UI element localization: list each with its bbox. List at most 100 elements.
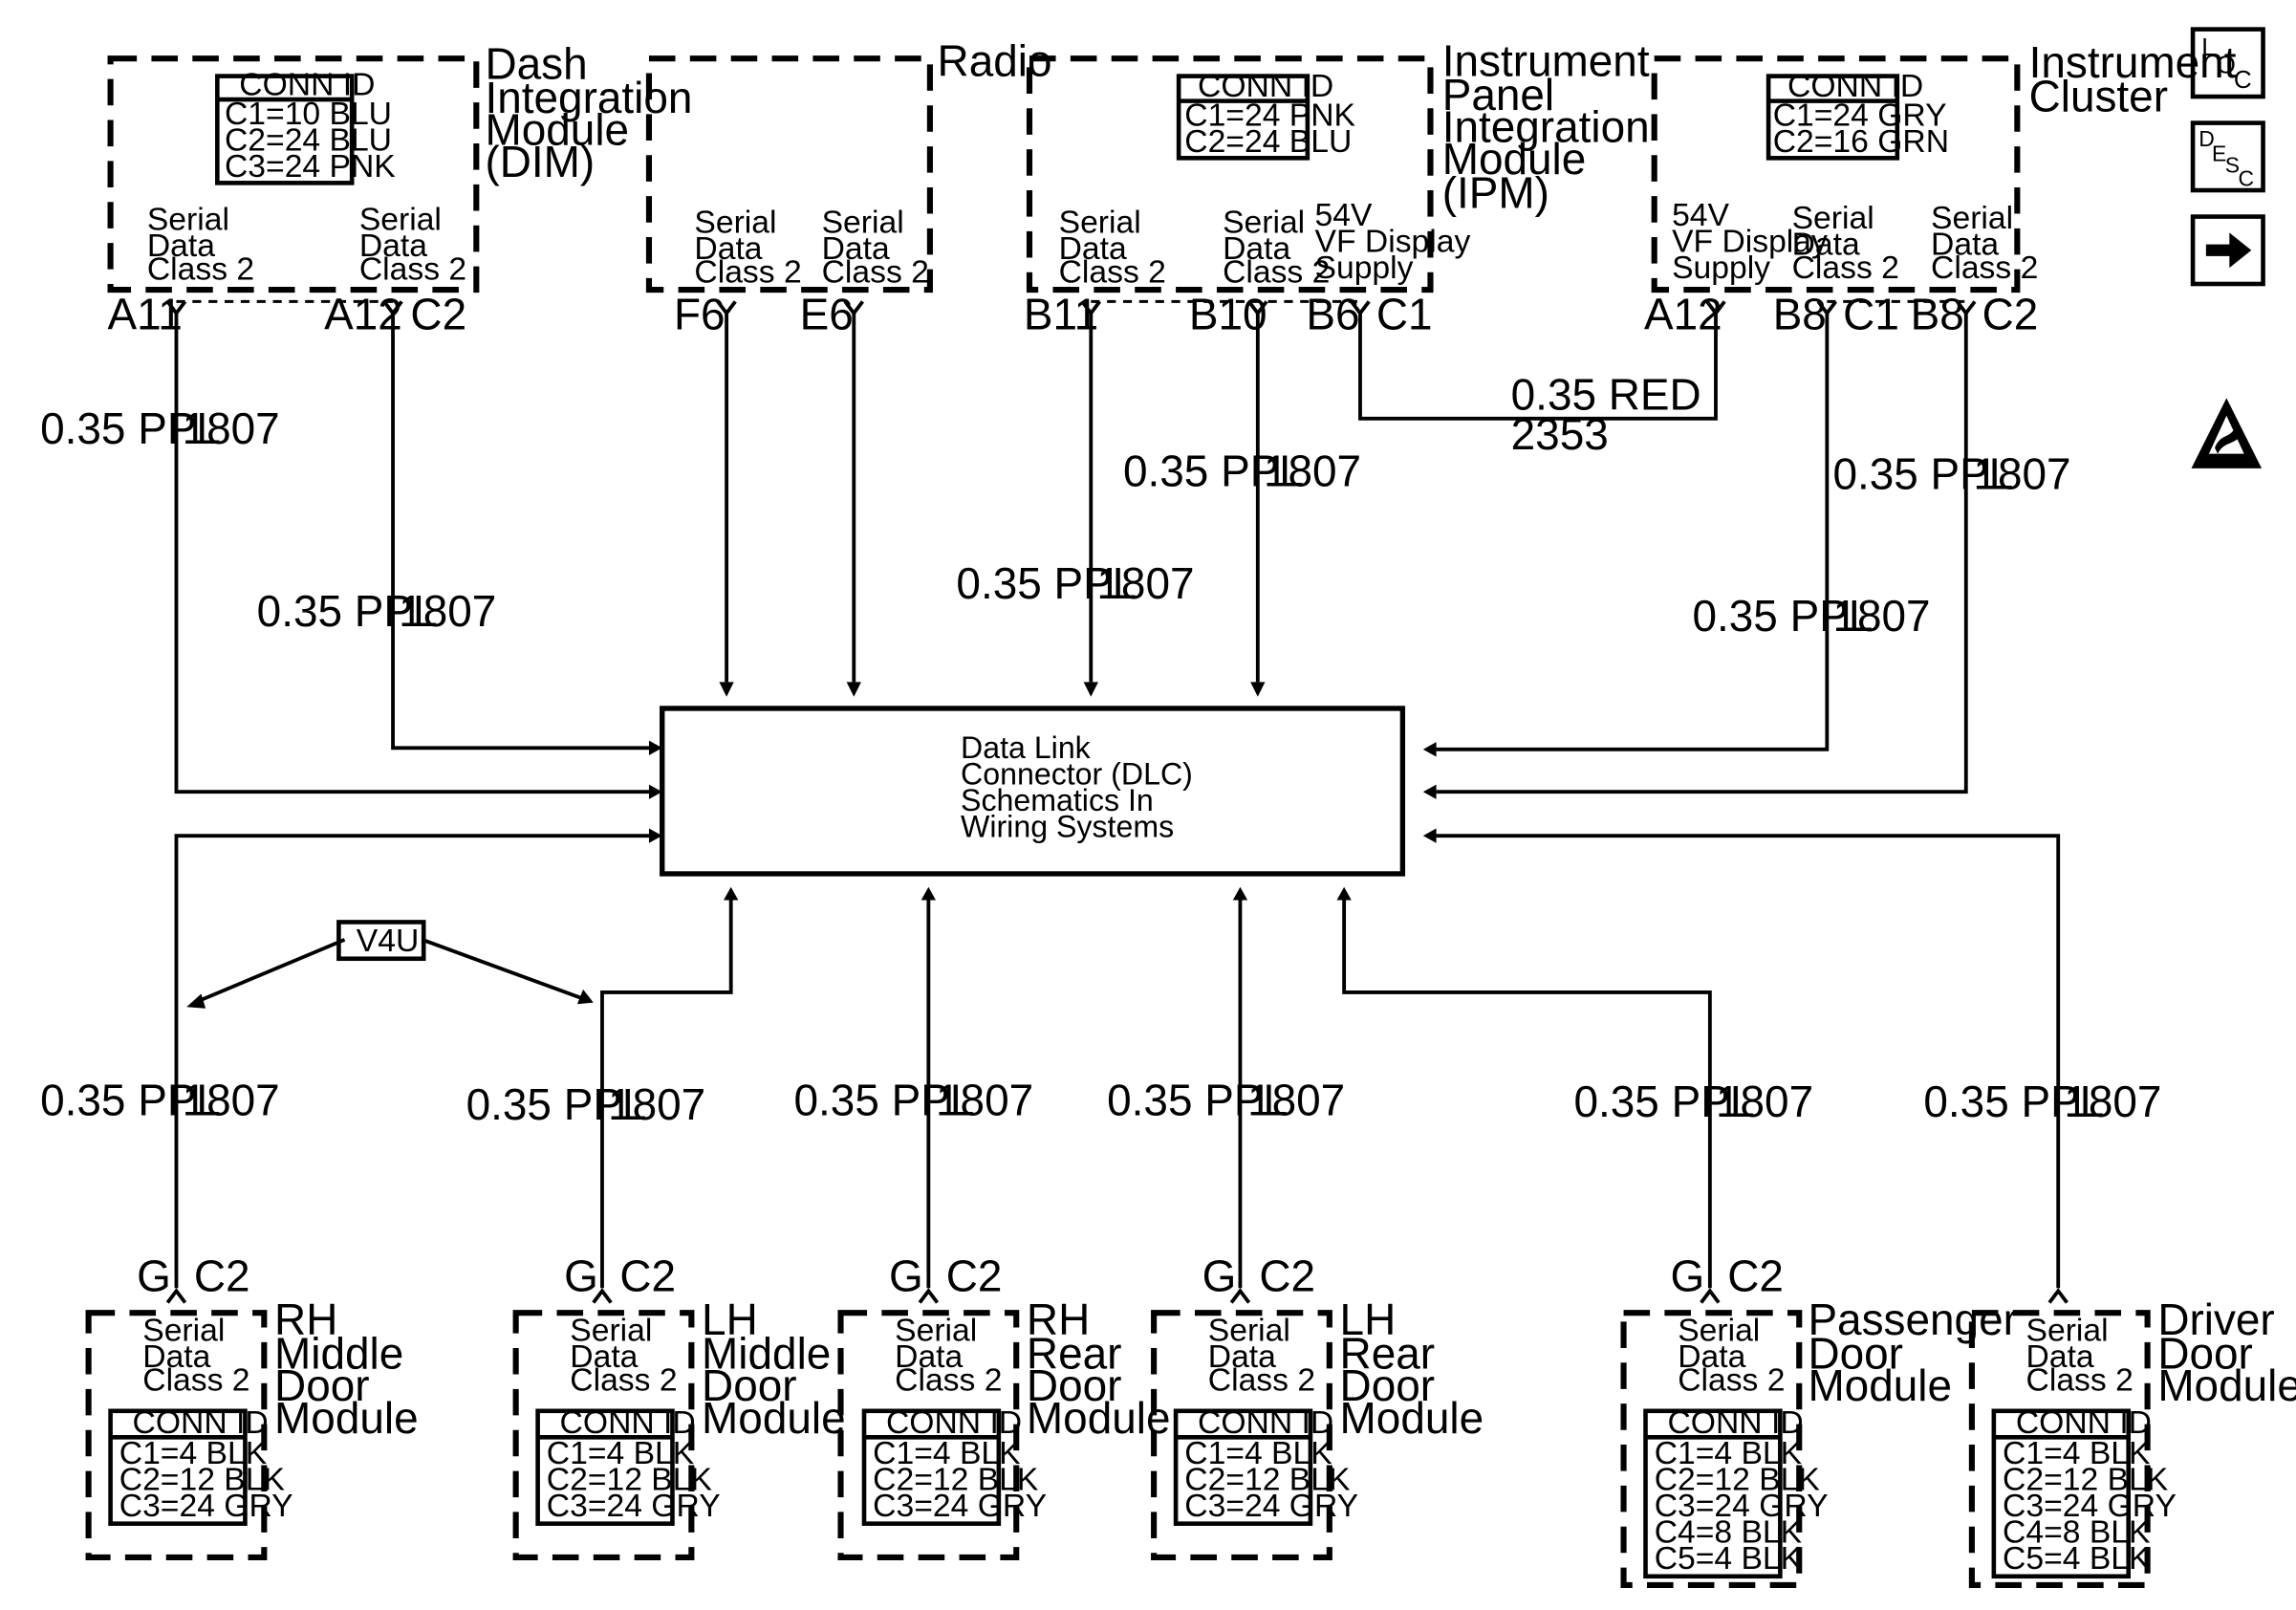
wire-label-circuit: 1807 (1264, 446, 1361, 495)
wire-label-color: 0.35 PPL (1692, 591, 1873, 641)
ipm-name-4: Module (1442, 134, 1587, 184)
ipm-module: Instrument Panel Integration Module (IPM… (1024, 36, 1650, 339)
door-name-1: RH (274, 1295, 337, 1344)
wire-label-circuit: 1807 (1716, 1077, 1813, 1126)
cluster-sd2-1: Serial (1931, 201, 2013, 236)
door-sd-2: Data (895, 1339, 963, 1375)
wire-label-circuit: 1807 (2064, 1077, 2161, 1126)
door-pin-g: G (137, 1251, 171, 1300)
radio-sd2-1: Serial (822, 205, 904, 240)
door-name-3: Door (1027, 1360, 1122, 1410)
door-conn-4: C4=8 BLK (2003, 1515, 2151, 1551)
wire-label-color: 0.35 PPL (257, 586, 438, 636)
dim-sd1-2: Data (147, 228, 215, 264)
door-sd-1: Serial (895, 1313, 977, 1348)
top-wire-labels: 0.35 PPL 1807 0.35 PPL 1807 0.35 PPL 180… (40, 370, 2070, 641)
loc-icon[interactable]: L O C (2190, 27, 2265, 99)
ipm-name-3: Integration (1442, 101, 1650, 151)
door-conn-1: C1=4 BLK (2003, 1436, 2151, 1471)
door-name-2: Rear (1340, 1328, 1436, 1378)
door-sd-1: Serial (142, 1313, 225, 1348)
door-sd-1: Serial (570, 1313, 652, 1348)
ipm-pin-b10: B10 (1189, 289, 1267, 338)
door-conn-3: C3=24 GRY (1184, 1489, 1358, 1524)
dlc-line-2: Connector (DLC) (961, 757, 1193, 792)
red-wire-circuit: 2353 (1511, 409, 1609, 459)
dim-conn-3: C3=24 PNK (225, 149, 396, 185)
ipm-pin-c1: C1 (1376, 289, 1433, 338)
dlc-line-3: Schematics In (961, 783, 1154, 817)
loc-icon-o: O (2217, 51, 2236, 79)
dlc-line-1: Data Link (961, 730, 1092, 765)
radio-sd2-3: Class 2 (822, 254, 929, 290)
dim-pin-a11: A11 (108, 289, 183, 338)
ipm-supply-3: Supply (1315, 250, 1414, 286)
door-sd-2: Data (570, 1339, 638, 1375)
door-conn-3: C3=24 GRY (1655, 1489, 1829, 1524)
door-conn-title: CONN ID (1667, 1405, 1803, 1441)
door-name-2: Rear (1027, 1328, 1122, 1378)
door-pin-c2: C2 (1727, 1251, 1784, 1300)
door-name-4: Module (702, 1393, 846, 1443)
door-name-3: Door (1340, 1360, 1436, 1410)
dim-name-1: Dash (485, 39, 587, 89)
ipm-sd1-3: Class 2 (1059, 254, 1166, 290)
dlc-line-4: Wiring Systems (961, 810, 1174, 844)
dim-sd1-1: Serial (147, 202, 229, 237)
desc-icon-s: S (2225, 153, 2240, 178)
instrument-cluster-module: Instrument Cluster CONN ID C1=24 GRY C2=… (1644, 37, 2237, 338)
cluster-pin-b8-1: B8 (1773, 289, 1827, 338)
dim-sd2-3: Class 2 (359, 251, 466, 287)
door-conn-title: CONN ID (886, 1405, 1022, 1441)
door-name-1: Passenger (1808, 1295, 2017, 1344)
cluster-sd1-2: Data (1792, 227, 1860, 262)
cluster-sd2-2: Data (1931, 227, 1999, 262)
bottom-wire-labels: 0.35 PPL 1807 0.35 PPL 1807 0.35 PPL 180… (40, 1076, 2161, 1130)
door-name-2: Middle (702, 1328, 831, 1378)
door-module-rh-rear: G C2 RH Rear Door Module Serial Data Cla… (837, 1251, 1171, 1560)
wire-label-color: 0.35 PPL (1832, 448, 2013, 498)
desc-icon[interactable]: D E S C (2190, 120, 2265, 193)
wire-label-circuit: 1807 (399, 586, 496, 636)
radio-sd1-1: Serial (694, 205, 776, 240)
door-name-3: Module (2157, 1360, 2296, 1410)
door-name-1: LH (1340, 1295, 1397, 1344)
door-conn-5: C5=4 BLK (2003, 1541, 2151, 1577)
dim-name-4: (DIM) (485, 137, 595, 186)
door-sd-2: Data (2026, 1339, 2094, 1375)
ipm-pin-b6: B6 (1306, 289, 1359, 338)
door-conn-4: C4=8 BLK (1655, 1515, 1803, 1551)
door-conn-2: C2=12 BLK (119, 1462, 286, 1497)
door-sd-1: Serial (2026, 1313, 2109, 1348)
door-pin-g: G (564, 1251, 598, 1300)
door-name-3: Door (274, 1360, 370, 1410)
dim-module: Dash Integration Module (DIM) CONN ID C1… (108, 39, 693, 339)
v4u-label: V4U (357, 924, 420, 959)
cluster-pin-c2: C2 (1982, 289, 2039, 338)
dim-pin-a12: A12 (324, 289, 402, 338)
door-sd-2: Data (142, 1339, 210, 1375)
door-module-rh-middle: G C2 RH Middle Door Module Serial Data C… (85, 1251, 419, 1560)
door-name-1: LH (702, 1295, 758, 1344)
door-sd-3: Class 2 (2026, 1362, 2134, 1398)
door-sd-3: Class 2 (570, 1362, 677, 1398)
door-conn-2: C2=12 BLK (1184, 1462, 1351, 1497)
door-sd-1: Serial (1208, 1313, 1290, 1348)
desc-icon-d: D (2199, 126, 2215, 151)
ipm-supply-2: VF Display (1315, 224, 1471, 259)
arrow-right-icon[interactable] (2190, 214, 2265, 287)
door-conn-1: C1=4 BLK (547, 1436, 695, 1471)
radio-module: Radio Serial Data Class 2 Serial Data Cl… (645, 36, 1052, 338)
wire-label-color: 0.35 PPL (794, 1076, 975, 1125)
door-pin-g: G (889, 1251, 923, 1300)
cluster-supply-1: 54V (1672, 198, 1729, 233)
dim-name-2: Integration (485, 73, 692, 122)
door-conn-3: C3=24 GRY (2003, 1489, 2177, 1524)
wire-label-color: 0.35 PPL (956, 558, 1137, 608)
door-module-driver: Driver Door Module Serial Data Class 2 C… (1968, 1288, 2296, 1589)
ipm-name-5: (IPM) (1442, 167, 1549, 217)
radio-sd1-3: Class 2 (694, 254, 801, 290)
door-conn-5: C5=4 BLK (1655, 1541, 1803, 1577)
desc-icon-e: E (2212, 141, 2226, 165)
door-pin-g: G (1202, 1251, 1237, 1300)
